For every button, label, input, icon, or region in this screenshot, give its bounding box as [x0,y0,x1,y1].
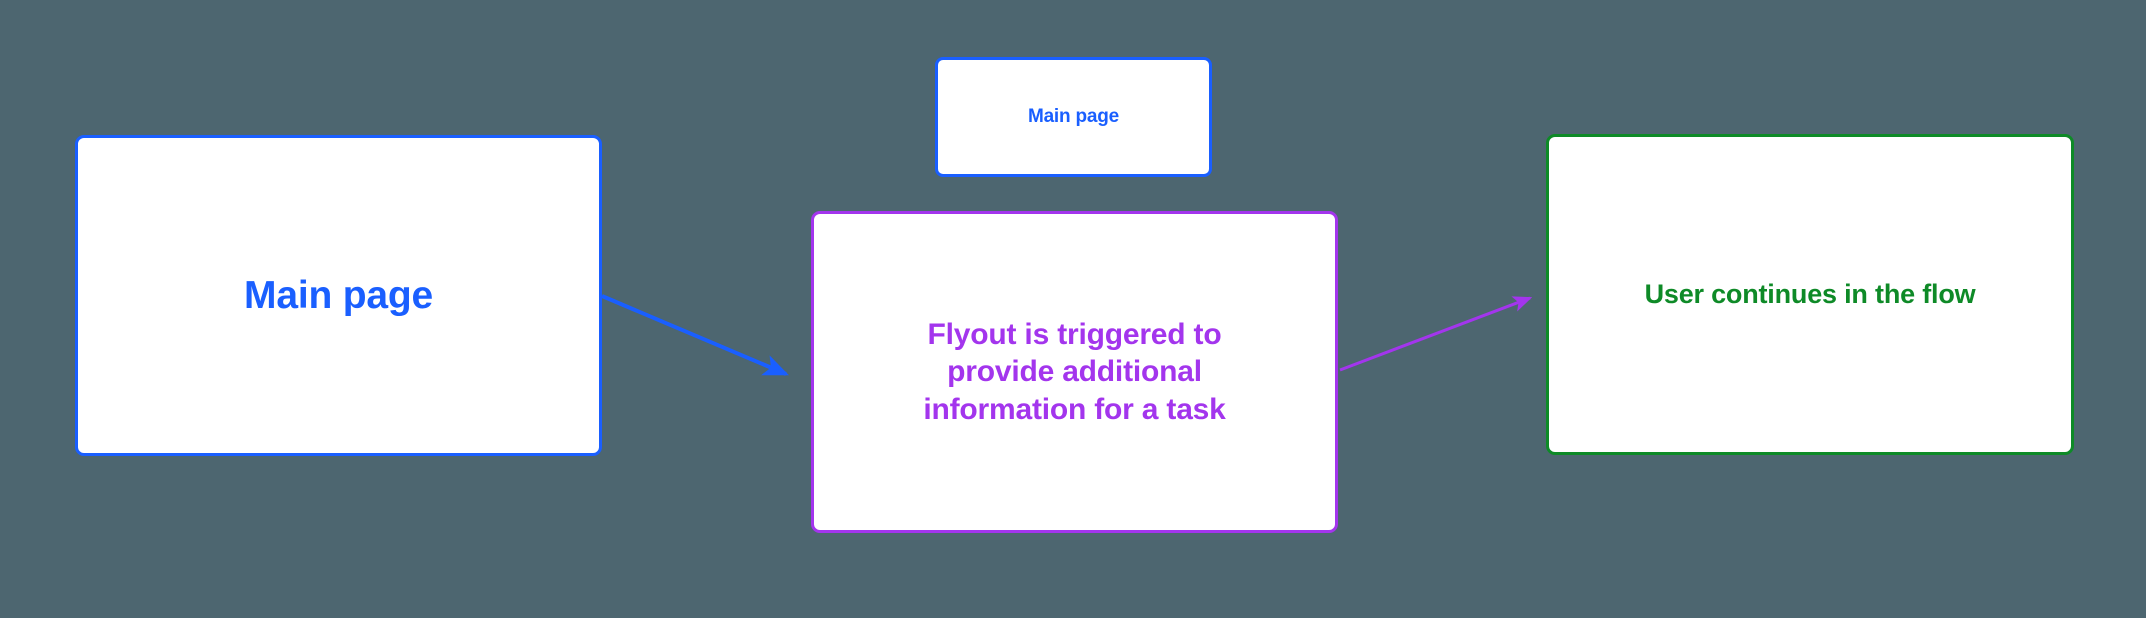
node-main-page[interactable]: Main page [75,135,602,456]
node-main-page-small[interactable]: Main page [935,57,1212,177]
connector-flyout-to-user-continues [1339,296,1533,372]
node-flyout-label: Flyout is triggered to provide additiona… [923,317,1226,426]
node-main-page-label: Main page [244,273,433,317]
connector-main-page-to-flyout [601,294,789,376]
node-flyout[interactable]: Flyout is triggered to provide additiona… [811,211,1338,533]
node-user-continues[interactable]: User continues in the flow [1546,134,2074,455]
node-user-continues-label: User continues in the flow [1644,279,1976,310]
node-main-page-small-label: Main page [1027,106,1120,128]
